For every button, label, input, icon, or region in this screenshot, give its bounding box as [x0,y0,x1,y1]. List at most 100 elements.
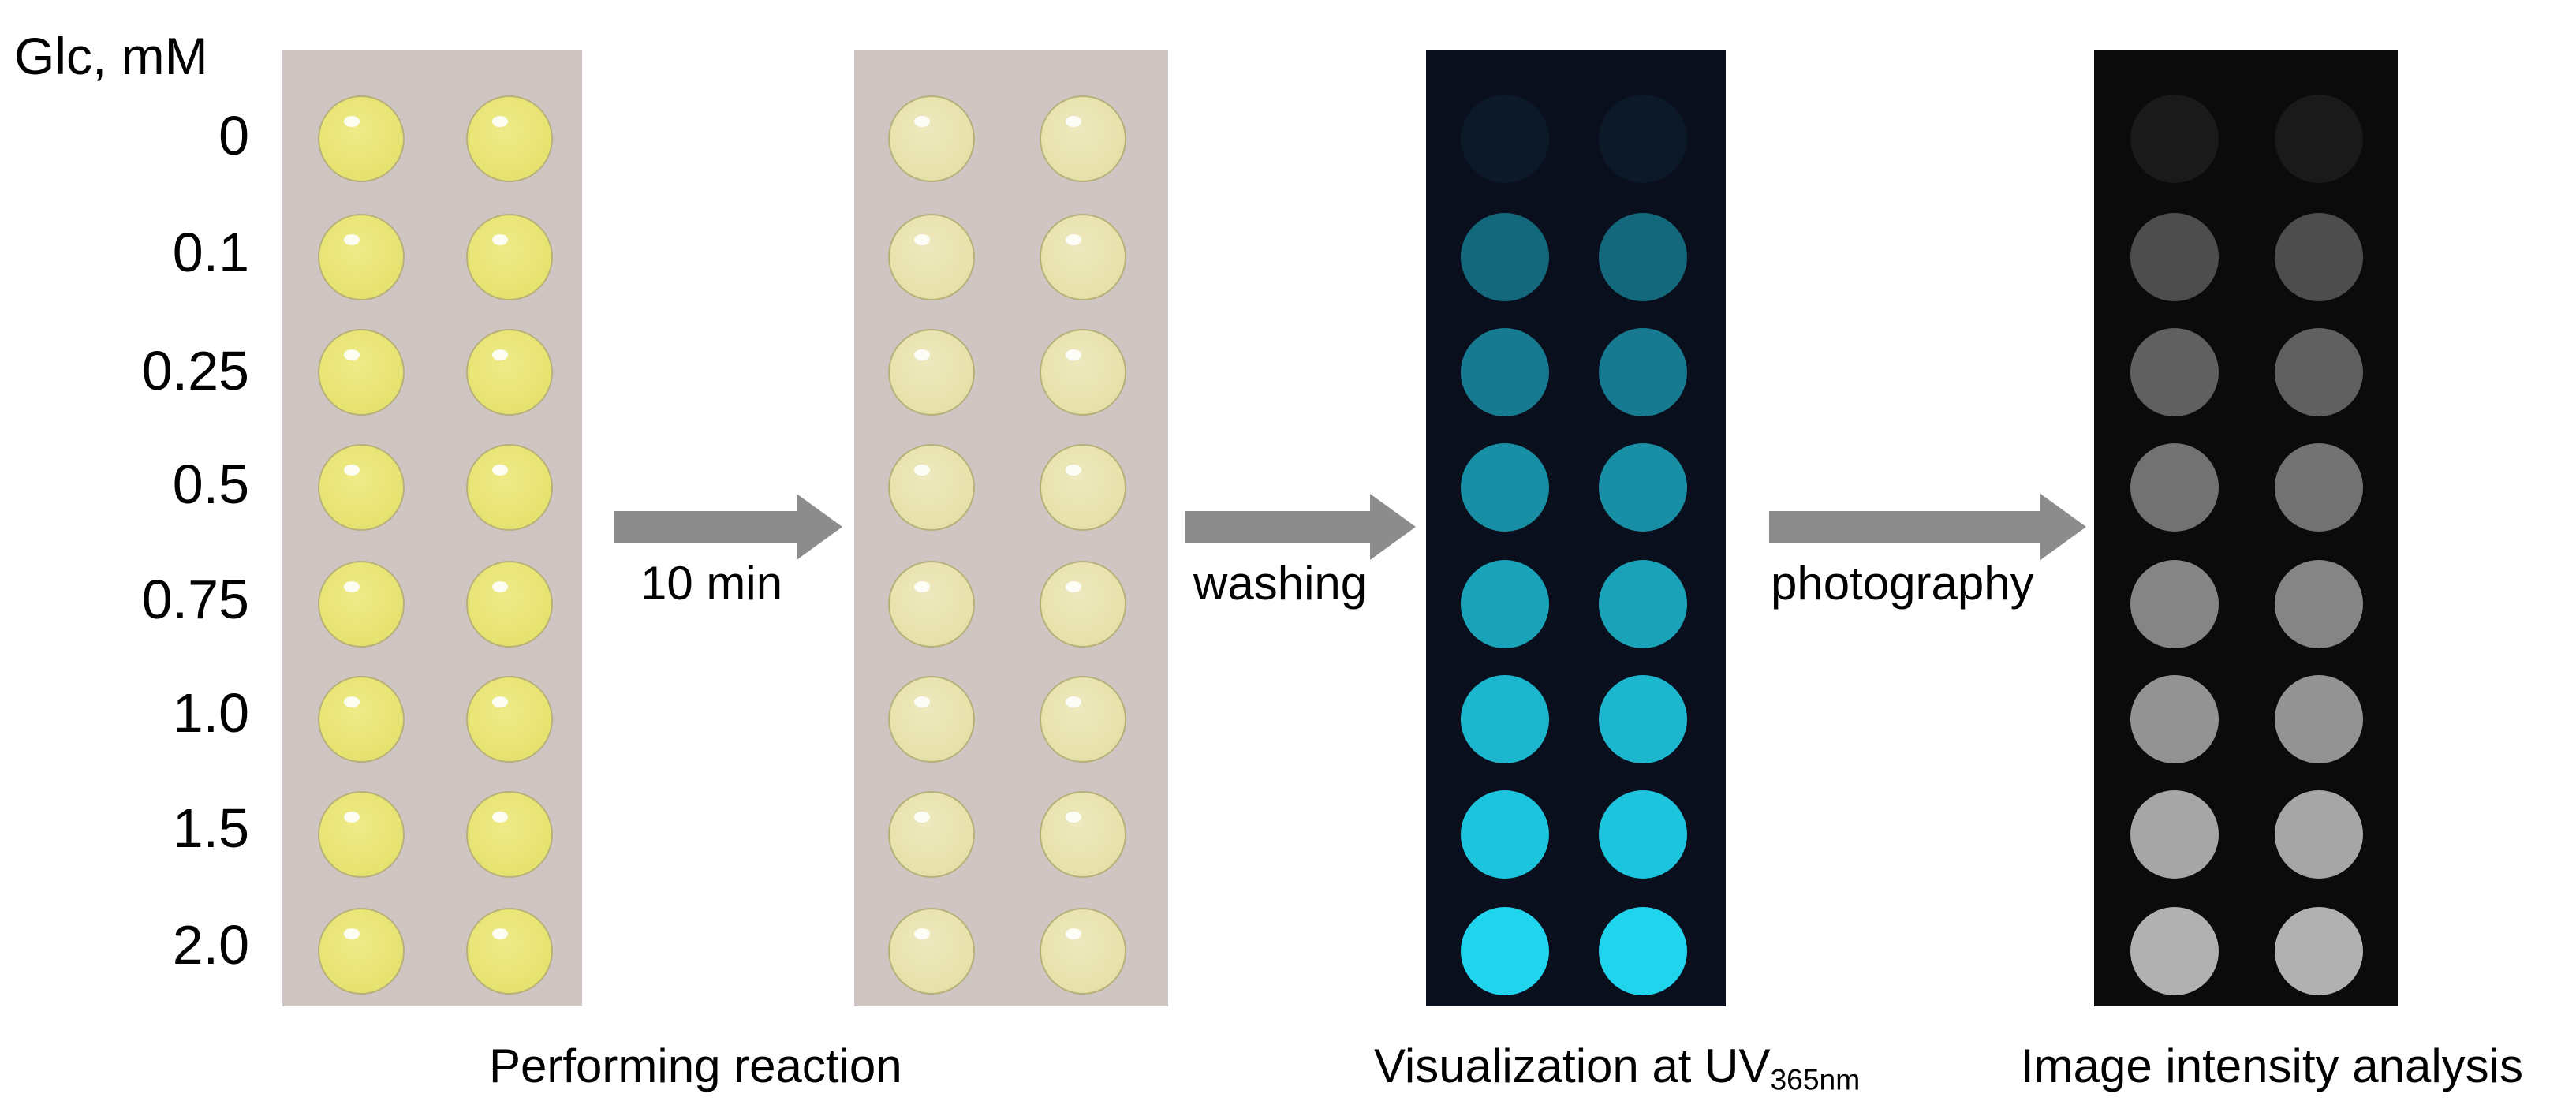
uv-spot [1461,907,1549,995]
initial-spot [466,676,553,763]
initial-spot [318,791,405,878]
reacted-strip-image [854,50,1168,1006]
initial-spot-highlight [344,234,360,245]
reacted-spot-highlight [1066,234,1081,245]
gray-spot [2275,560,2363,648]
reacted-spot-highlight [1066,116,1081,127]
uv-spot [1461,213,1549,301]
uv-strip-image [1426,50,1726,1006]
uv-spot [1461,328,1549,416]
initial-spot-highlight [492,234,508,245]
gray-spot [2275,443,2363,532]
reacted-spot [888,676,975,763]
uv-spot [1599,675,1687,763]
arrow-washing [1185,494,1416,560]
initial-spot [318,214,405,300]
concentration-label: 0 [218,105,249,166]
reacted-spot [1040,791,1126,878]
initial-spot [466,561,553,648]
initial-spot-highlight [344,349,360,360]
initial-spot [318,908,405,995]
reacted-spot [1040,908,1126,995]
initial-spot-highlight [344,116,360,127]
gray-spot [2275,907,2363,995]
reacted-spot [888,95,975,182]
panel-reacted-strip [854,50,1168,1006]
initial-spot [466,95,553,182]
step-label-10min: 10 min [640,557,783,610]
reacted-spot-highlight [914,349,930,360]
concentration-label: 0.1 [172,222,249,283]
uv-spot [1599,443,1687,532]
reacted-spot [1040,214,1126,300]
initial-spot [318,95,405,182]
reacted-spot-highlight [914,234,930,245]
uv-spot [1461,560,1549,648]
gray-spot [2275,790,2363,879]
reacted-spot-highlight [914,812,930,823]
initial-spot-highlight [492,581,508,592]
arrow-10min [614,494,842,560]
uv-spot [1461,443,1549,532]
caption-visualization-subscript: 365nm [1770,1062,1861,1096]
reacted-spot [1040,329,1126,416]
reacted-spot [888,561,975,648]
initial-spot [318,561,405,648]
initial-spot [466,908,553,995]
concentration-header: Glc, mM [14,27,208,85]
initial-strip-image [282,50,582,1006]
initial-spot [318,329,405,416]
reacted-spot-highlight [914,465,930,476]
concentration-label: 0.5 [172,453,249,515]
panel-uv-strip [1426,50,1726,1006]
uv-spot [1599,328,1687,416]
initial-spot [466,791,553,878]
initial-spot-highlight [492,116,508,127]
initial-spot-highlight [344,928,360,939]
reacted-spot [888,214,975,300]
reacted-spot [1040,561,1126,648]
gray-spot [2275,95,2363,183]
caption-performing-reaction: Performing reaction [489,1039,902,1092]
caption-visualization: Visualization at UV365nm [1374,1043,1860,1095]
uv-background [1426,50,1726,1006]
gray-spot [2275,675,2363,763]
reacted-spot-highlight [1066,812,1081,823]
uv-spot [1599,560,1687,648]
initial-spot-highlight [492,812,508,823]
panel-initial-strip [282,50,582,1006]
caption-visualization-text: Visualization at UV [1374,1039,1771,1092]
concentration-label: 0.75 [141,569,249,630]
gray-spot [2130,790,2219,879]
uv-spot [1461,675,1549,763]
uv-spot [1599,95,1687,183]
uv-spot [1599,213,1687,301]
caption-image-analysis: Image intensity analysis [2021,1039,2523,1092]
initial-spot-highlight [492,928,508,939]
reacted-spot [1040,676,1126,763]
initial-spot [466,214,553,300]
initial-spot-highlight [344,812,360,823]
initial-spot-highlight [344,581,360,592]
initial-spot-highlight [344,696,360,707]
reacted-spot-highlight [914,581,930,592]
uv-spot [1461,95,1549,183]
reacted-spot-highlight [914,928,930,939]
gray-spot [2130,907,2219,995]
reacted-spot [888,329,975,416]
gray-spot [2130,95,2219,183]
gray-spot [2130,443,2219,532]
gray-spot [2275,213,2363,301]
gray-spot [2130,328,2219,416]
step-label-photography: photography [1771,557,2034,610]
reacted-spot-highlight [914,116,930,127]
initial-spot [318,444,405,531]
reacted-spot-highlight [1066,465,1081,476]
gray-spot [2130,560,2219,648]
reacted-spot-highlight [1066,696,1081,707]
initial-spot-highlight [344,465,360,476]
initial-spot-highlight [492,696,508,707]
initial-spot [466,444,553,531]
reacted-spot-highlight [1066,581,1081,592]
step-label-washing: washing [1193,557,1368,610]
